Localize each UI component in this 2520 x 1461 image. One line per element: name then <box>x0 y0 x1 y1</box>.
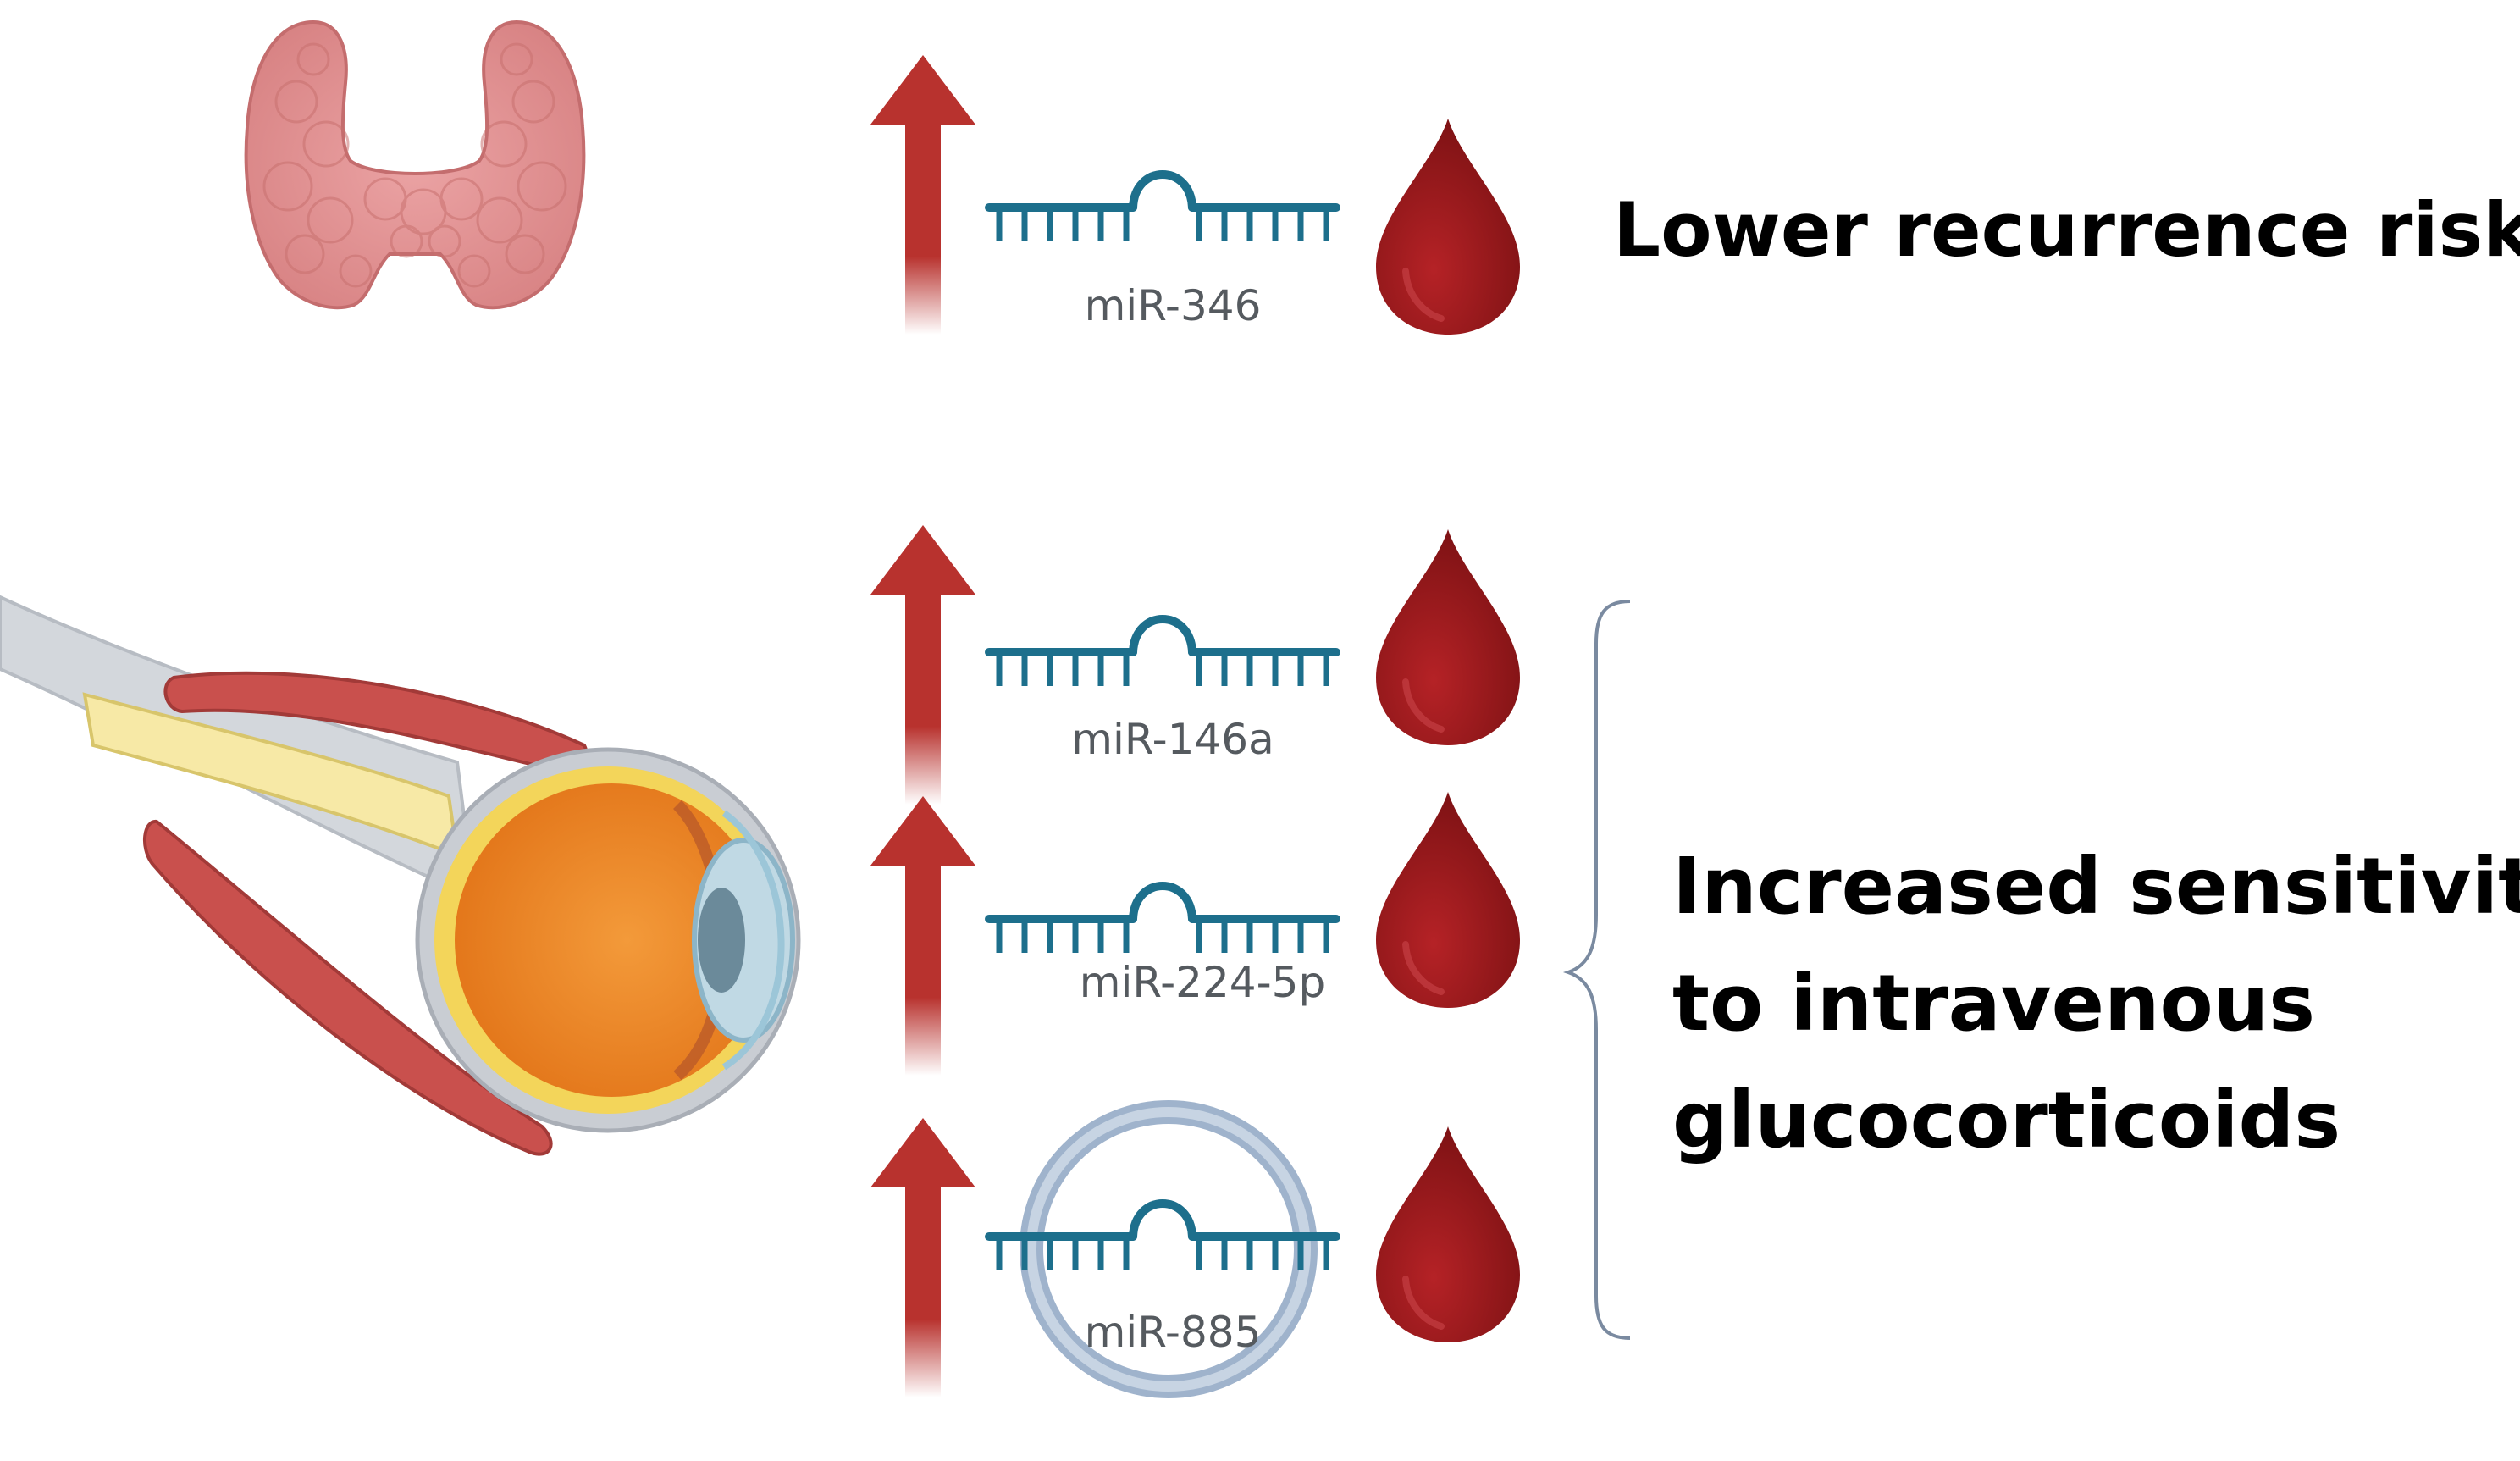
thyroid-gland-illustration <box>244 19 586 310</box>
outcome-lower-recurrence-risk: Lower recurrence risk <box>1613 186 2520 274</box>
mirna-hairpin-icon <box>989 619 1336 686</box>
up-arrow-icon <box>870 525 975 805</box>
blood-drop-icon <box>1376 529 1520 745</box>
blood-drop-icon <box>1376 792 1520 1008</box>
marker-row-mir-885: miR-885 <box>870 1100 1520 1398</box>
mirna-hairpin-icon <box>989 886 1336 953</box>
blood-drop-icon <box>1376 1126 1520 1342</box>
outcome-line: Increased sensitivity <box>1672 841 2520 932</box>
marker-row-mir-346: miR-346 <box>870 55 1520 335</box>
up-arrow-icon <box>870 796 975 1076</box>
curly-bracket <box>1562 600 1631 1340</box>
up-arrow-icon <box>870 55 975 335</box>
mirna-hairpin-icon <box>989 174 1336 241</box>
mirna-label: miR-885 <box>1085 1308 1262 1357</box>
blood-drop-icon <box>1376 119 1520 335</box>
mirna-label: miR-224-5p <box>1080 958 1325 1007</box>
marker-row-mir-224-5p: miR-224-5p <box>870 792 1520 1076</box>
outcome-line: to intravenous <box>1672 958 2315 1049</box>
eye-orbit-illustration <box>0 595 801 1156</box>
outcome-line: glucocorticoids <box>1672 1075 2341 1165</box>
up-arrow-icon <box>870 1118 975 1397</box>
outcome-glucocorticoid-sensitivity: Increased sensitivity to intravenous glu… <box>1672 828 2520 1179</box>
mirna-label: miR-346 <box>1085 281 1262 330</box>
mirna-label: miR-146a <box>1071 715 1274 764</box>
marker-row-mir-146a: miR-146a <box>870 525 1520 805</box>
